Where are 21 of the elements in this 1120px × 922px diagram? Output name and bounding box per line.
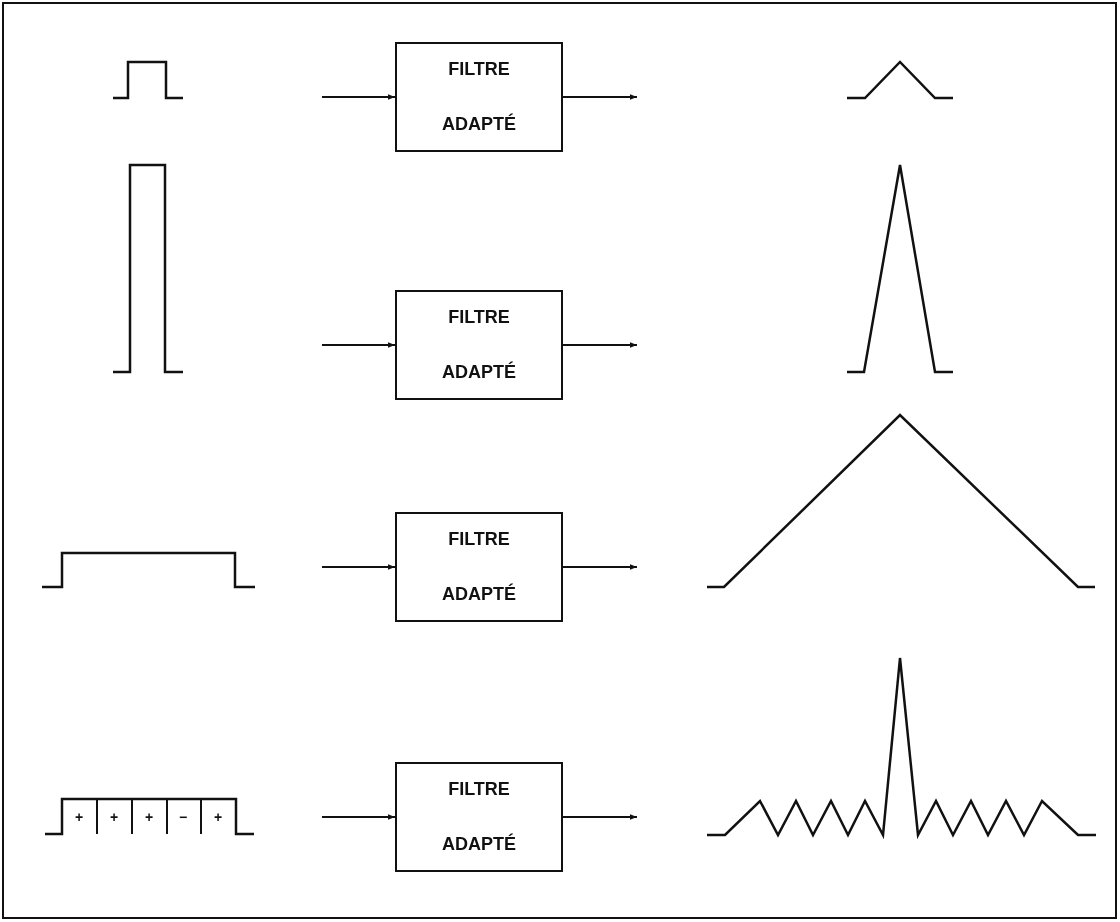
arrow [321, 814, 396, 820]
arrow [321, 342, 396, 348]
code-sign: − [179, 809, 188, 825]
arrow [562, 342, 638, 348]
arrow [321, 564, 396, 570]
filter-box [395, 762, 563, 872]
filter-box [395, 290, 563, 400]
filter-label: FILTRE ADAPTÉ [442, 58, 516, 136]
arrow [562, 814, 638, 820]
code-sign: + [214, 809, 223, 825]
filter-label: FILTRE ADAPTÉ [442, 306, 516, 384]
code-sign: + [145, 809, 154, 825]
filter-label: FILTRE ADAPTÉ [442, 778, 516, 856]
filter-box [395, 512, 563, 622]
filter-box [395, 42, 563, 152]
filter-label: FILTRE ADAPTÉ [442, 528, 516, 606]
code-sign: + [110, 809, 119, 825]
arrow [562, 564, 638, 570]
arrow [562, 94, 638, 100]
code-sign: + [75, 809, 84, 825]
arrow [321, 94, 396, 100]
